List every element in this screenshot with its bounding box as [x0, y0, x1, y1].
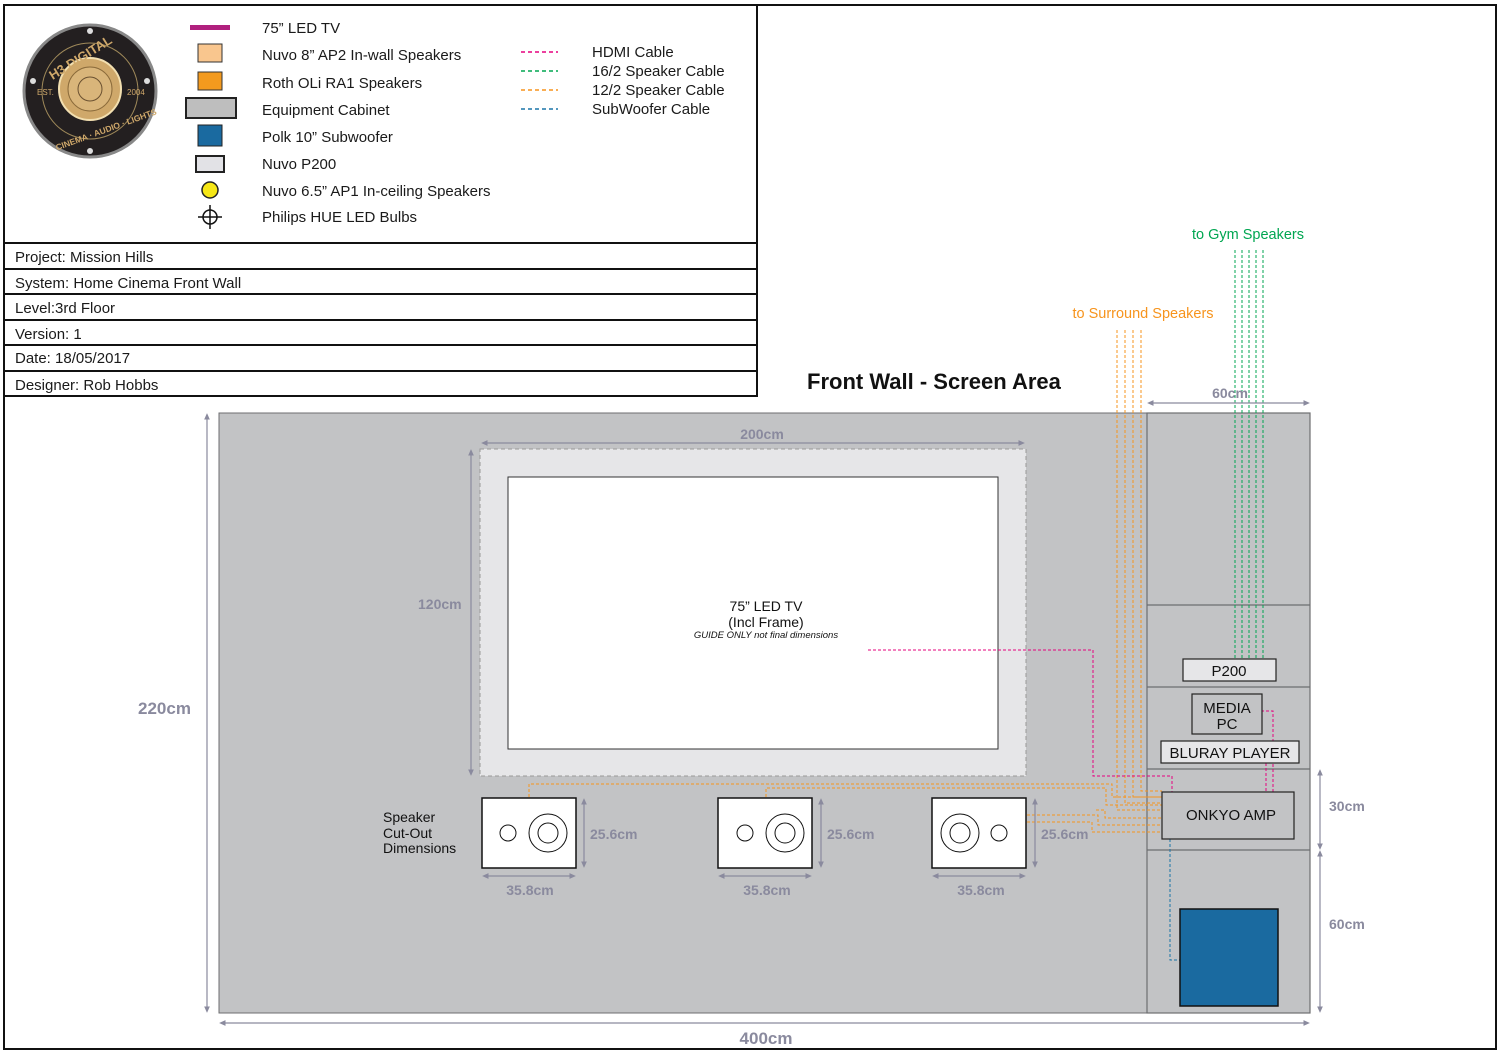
in-wall-speaker-icon: [197, 43, 223, 63]
onkyo-amp-label: ONKYO AMP: [1186, 807, 1276, 824]
cable-label-12-2: 12/2 Speaker Cable: [592, 82, 725, 99]
dim-sub-shelf: 60cm: [1329, 916, 1365, 932]
legend-label-ceiling: Nuvo 6.5” AP1 In-ceiling Speakers: [262, 183, 490, 200]
ceiling-speaker-icon: [201, 181, 219, 199]
p200-label: P200: [1211, 663, 1246, 680]
speaker-label-3: Dimensions: [383, 840, 456, 856]
legend-label-subwoofer: Polk 10” Subwoofer: [262, 129, 393, 146]
dim-tv-height: 120cm: [418, 596, 462, 612]
onkyo-amp-unit: [1161, 791, 1295, 840]
dim-cabinet-width: 60cm: [1212, 385, 1248, 401]
dim-amp-shelf: 30cm: [1329, 798, 1365, 814]
tv-title: 75” LED TV: [730, 598, 804, 614]
crosshair-icon: [198, 205, 222, 229]
info-date: Date: 18/05/2017: [15, 350, 130, 367]
dim-wall-height: 220cm: [138, 699, 191, 718]
info-designer: Designer: Rob Hobbs: [15, 377, 158, 394]
speaker-label-1: Speaker: [383, 809, 435, 825]
dim-speaker-center-w: 35.8cm: [743, 882, 790, 898]
dimension-lines: [204, 400, 1323, 1026]
dim-speaker-right-w: 35.8cm: [957, 882, 1004, 898]
media-pc-label-2: PC: [1217, 716, 1238, 733]
p200-unit: [1182, 658, 1277, 682]
cable-label-hdmi: HDMI Cable: [592, 44, 674, 61]
dim-speaker-center-h: 25.6cm: [827, 826, 874, 842]
legend-label-in-wall: Nuvo 8” AP2 In-wall Speakers: [262, 47, 461, 64]
info-level: Level:3rd Floor: [15, 300, 115, 317]
tv-note: GUIDE ONLY not final dimensions: [694, 630, 838, 641]
dim-speaker-left-w: 35.8cm: [506, 882, 553, 898]
speaker-center: [717, 797, 813, 869]
logo-est: EST.: [37, 88, 54, 97]
dim-wall-width: 400cm: [740, 1029, 793, 1048]
legend-label-roth: Roth OLi RA1 Speakers: [262, 75, 422, 92]
speaker-cables-12-2: [528, 330, 1162, 833]
speaker-label-2: Cut-Out: [383, 825, 432, 841]
media-pc-label-1: MEDIA: [1203, 700, 1251, 717]
diagram-title: Front Wall - Screen Area: [807, 369, 1062, 394]
dim-tv-width: 200cm: [740, 426, 784, 442]
logo-year: 2004: [127, 88, 145, 97]
speaker-right: [931, 797, 1027, 869]
info-system: System: Home Cinema Front Wall: [15, 275, 241, 292]
bluray-unit: [1160, 740, 1300, 764]
subwoofer-unit: [1179, 908, 1279, 1007]
legend-icons: [185, 25, 237, 229]
bluray-label: BLURAY PLAYER: [1170, 745, 1291, 762]
to-surround-label: to Surround Speakers: [1072, 306, 1213, 322]
to-gym-label: to Gym Speakers: [1192, 227, 1304, 243]
subwoofer-icon: [197, 124, 223, 147]
tv-line-icon: [190, 25, 230, 30]
dim-speaker-right-h: 25.6cm: [1041, 826, 1088, 842]
cable-label-subwoofer: SubWoofer Cable: [592, 101, 710, 118]
p200-icon: [195, 155, 225, 173]
tv-screen: [507, 476, 999, 750]
company-logo: H3 DIGITAL CINEMA · AUDIO · LIGHTS EST. …: [22, 23, 158, 159]
info-version: Version: 1: [15, 326, 82, 343]
subwoofer-cable: [1169, 839, 1180, 961]
legend-label-p200: Nuvo P200: [262, 156, 336, 173]
hdmi-cables: [868, 649, 1274, 792]
info-project: Project: Mission Hills: [15, 249, 153, 266]
legend-label-tv: 75” LED TV: [262, 20, 340, 37]
legend-label-cabinet: Equipment Cabinet: [262, 102, 390, 119]
speaker-left: [481, 797, 577, 869]
speaker-cables-16-2: [1234, 250, 1264, 659]
dim-speaker-left-h: 25.6cm: [590, 826, 637, 842]
legend-label-hue: Philips HUE LED Bulbs: [262, 209, 417, 226]
media-pc-unit: [1191, 693, 1263, 735]
roth-speaker-icon: [197, 71, 223, 91]
cable-label-16-2: 16/2 Speaker Cable: [592, 63, 725, 80]
tv-subtitle: (Incl Frame): [728, 614, 803, 630]
cabinet-icon: [185, 97, 237, 119]
